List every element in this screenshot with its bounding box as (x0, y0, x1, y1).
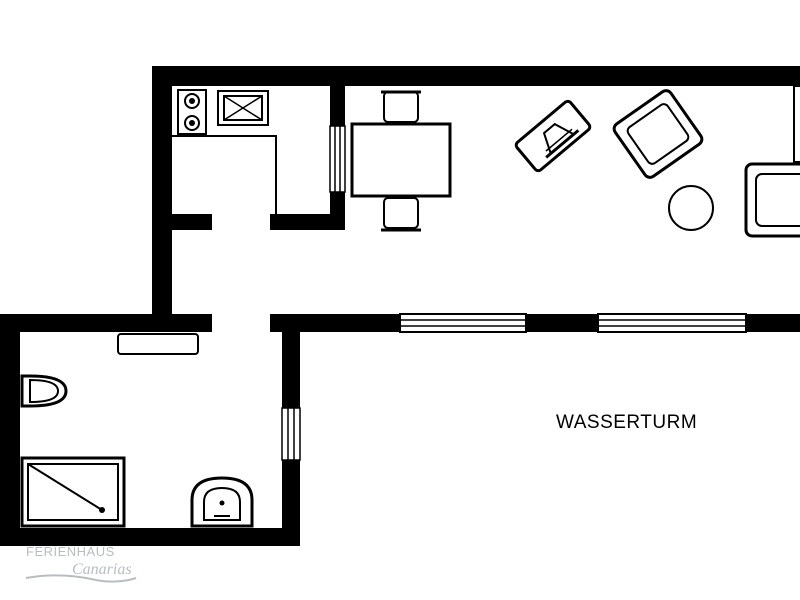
washbasin-icon (190, 476, 254, 528)
wall-bath-left (0, 314, 20, 546)
logo-line-2: Canarias (72, 561, 132, 578)
wall-kitchen-bottom-left (172, 214, 212, 230)
windows (281, 125, 747, 461)
ferienhaus-logo: FERIENHAUS Canarias (25, 544, 137, 583)
bathroom (20, 333, 254, 528)
toilet-icon (20, 374, 68, 408)
wall-middle-right-a (270, 314, 400, 332)
round-side-table (668, 185, 714, 231)
dining-table (350, 122, 452, 198)
wall-upper-left (152, 66, 172, 332)
dining-area (350, 90, 452, 232)
window-kitchen-living (329, 125, 346, 193)
kitchen (172, 89, 277, 214)
stove-icon (177, 89, 207, 135)
wall-kitchen-partition-top (330, 86, 345, 126)
living-area (514, 85, 800, 238)
window-living-2 (597, 313, 747, 333)
shower-tray-icon (20, 456, 126, 528)
sofa-icon (744, 85, 800, 238)
wall-bath-bottom (0, 528, 300, 546)
window-bathroom (281, 407, 301, 461)
wall-kitchen-bottom-right (270, 214, 345, 230)
kitchen-counter (172, 135, 277, 214)
kitchen-sink-icon (217, 90, 269, 126)
armchair-icon (612, 89, 704, 179)
wall-middle-right-c (746, 314, 800, 332)
wall-bath-right-top (282, 314, 300, 408)
wall-top (152, 66, 800, 86)
chair-top-icon (381, 90, 421, 123)
wall-bath-right-bottom (282, 460, 300, 546)
tv-table-icon (514, 99, 592, 173)
logo-line-1: FERIENHAUS (26, 544, 115, 559)
wall-middle-right-b (526, 314, 598, 332)
window-living-1 (399, 313, 527, 333)
logo-swoosh (25, 574, 137, 583)
wall-middle-left (0, 314, 212, 332)
chair-bottom-icon (381, 197, 421, 232)
outdoor-label: WASSERTURM (556, 412, 697, 433)
walls (0, 66, 800, 546)
radiator-icon (117, 333, 199, 355)
